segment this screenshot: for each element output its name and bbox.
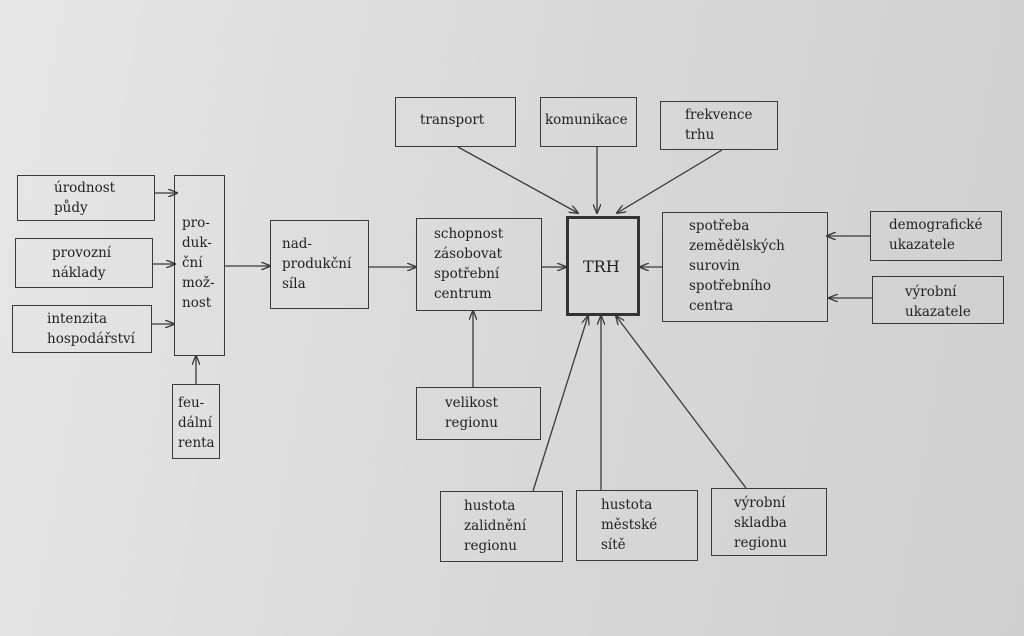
box-intenzita-hospodarstvi-label: intenzita hospodářství	[47, 311, 135, 347]
box-produkcni-moznost: pro- duk- ční mož- nost	[174, 175, 225, 356]
box-demograficke-ukazatele-label: demografické ukazatele	[889, 217, 983, 253]
box-schopnost-zasobovat-label: schopnost zásobovat spotřební centrum	[434, 226, 504, 302]
box-vyrobni-ukazatele-label: výrobní ukazatele	[905, 284, 971, 320]
box-vyrobni-skladba-regionu-label: výrobní skladba regionu	[734, 495, 787, 551]
box-produkcni-moznost-label: pro- duk- ční mož- nost	[182, 215, 215, 311]
box-hustota-zalidneni: hustota zalidnění regionu	[440, 491, 563, 562]
box-transport: transport	[395, 97, 516, 147]
box-komunikace: komunikace	[540, 97, 637, 147]
box-nadprodukcni-sila: nad- produkční síla	[270, 220, 369, 309]
box-vyrobni-ukazatele: výrobní ukazatele	[872, 276, 1004, 324]
box-demograficke-ukazatele: demografické ukazatele	[870, 211, 1002, 261]
box-feudalni-renta: feu- dální renta	[172, 384, 220, 459]
box-frekvence-trhu: frekvence trhu	[660, 101, 778, 150]
arrow-hustota-zalidneni-to-trh	[532, 316, 588, 492]
box-transport-label: transport	[420, 112, 485, 128]
box-hustota-zalidneni-label: hustota zalidnění regionu	[464, 498, 527, 554]
box-velikost-regionu-label: velikost regionu	[445, 395, 498, 431]
box-hustota-mestske-site-label: hustota městské sítě	[601, 497, 658, 553]
arrow-transport-to-trh	[457, 146, 578, 213]
box-frekvence-trhu-label: frekvence trhu	[685, 107, 753, 143]
box-spotreba-surovin-label: spotřeba zemědělských surovin spotřebníh…	[689, 218, 785, 314]
box-komunikace-label: komunikace	[545, 112, 628, 128]
box-schopnost-zasobovat: schopnost zásobovat spotřební centrum	[416, 218, 542, 311]
box-spotreba-surovin: spotřeba zemědělských surovin spotřebníh…	[662, 212, 828, 322]
arrow-frekvence-to-trh	[617, 149, 723, 213]
box-urodnost-pudy: úrodnost půdy	[17, 175, 155, 221]
box-provozni-naklady-label: provozní náklady	[52, 245, 112, 281]
box-trh: TRH	[566, 216, 640, 316]
box-trh-label: TRH	[583, 257, 620, 276]
box-provozni-naklady: provozní náklady	[15, 238, 153, 288]
box-hustota-mestske-site: hustota městské sítě	[576, 490, 698, 561]
box-nadprodukcni-sila-label: nad- produkční síla	[282, 236, 352, 292]
box-feudalni-renta-label: feu- dální renta	[178, 395, 215, 451]
arrow-vyrobni-skladba-to-trh	[616, 316, 747, 489]
box-vyrobni-skladba-regionu: výrobní skladba regionu	[711, 488, 827, 556]
box-urodnost-pudy-label: úrodnost půdy	[54, 180, 116, 216]
box-intenzita-hospodarstvi: intenzita hospodářství	[12, 305, 152, 353]
box-velikost-regionu: velikost regionu	[416, 387, 541, 440]
